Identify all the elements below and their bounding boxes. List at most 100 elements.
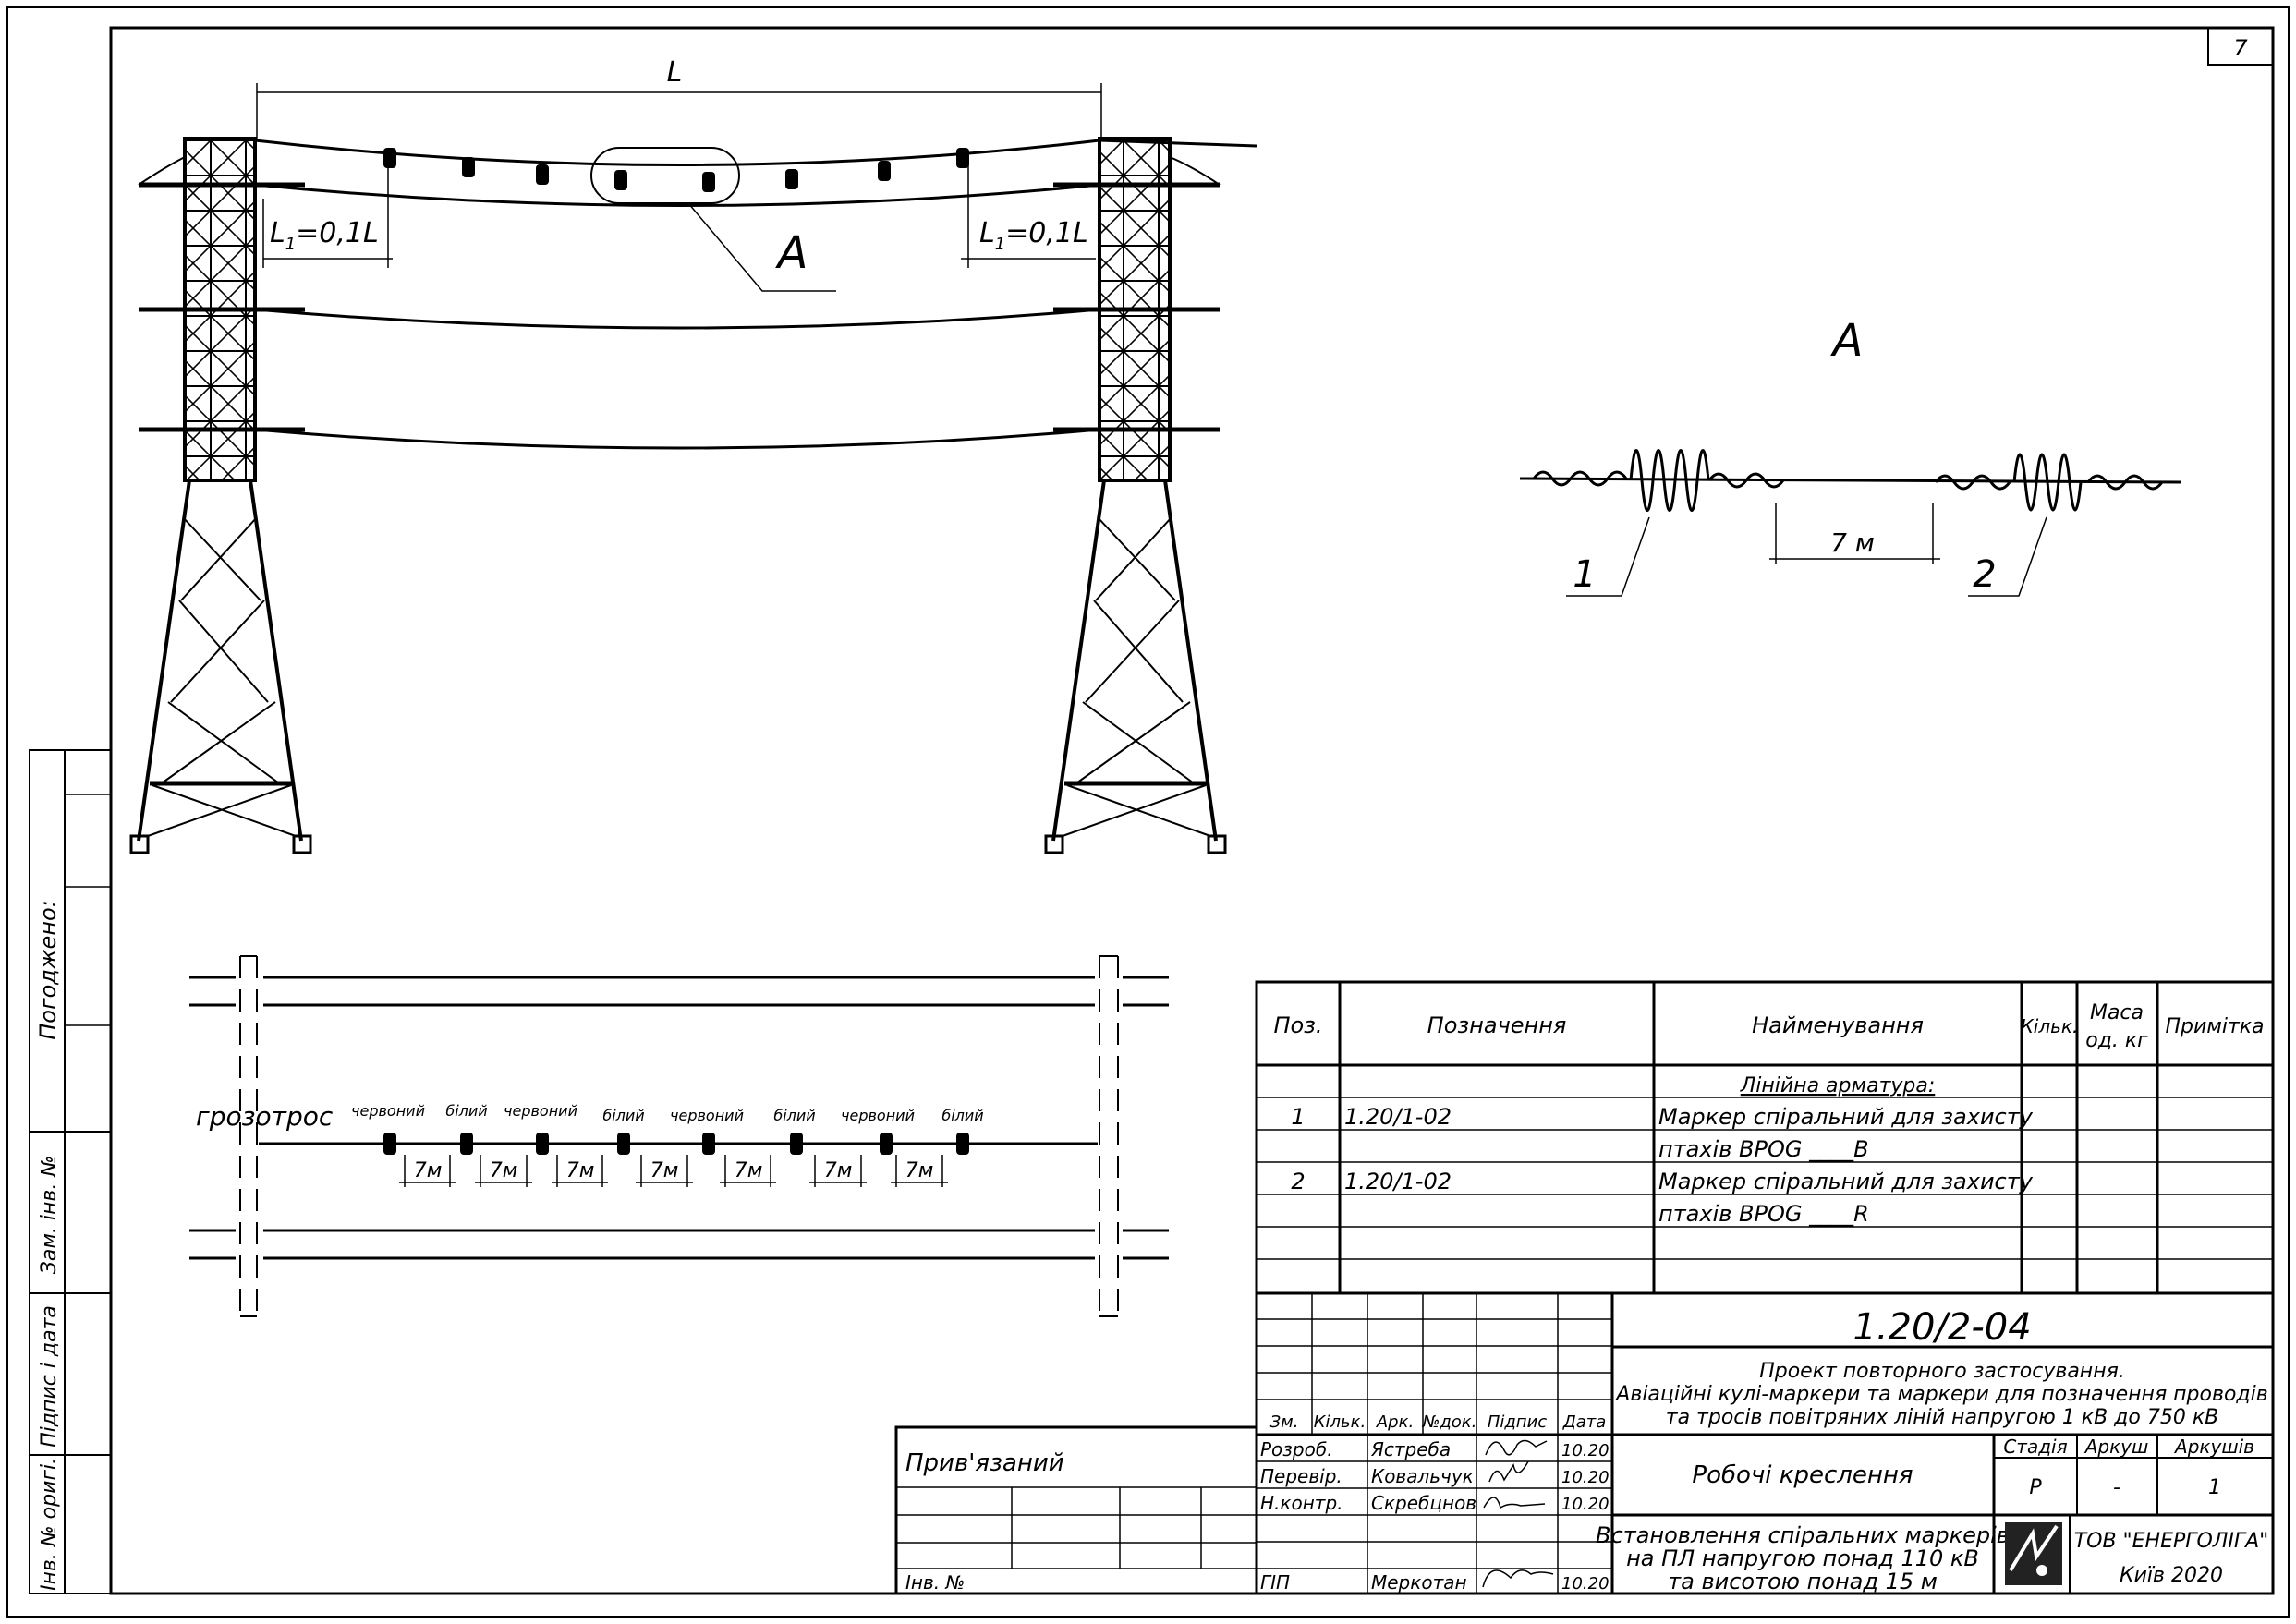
spacing: 7м xyxy=(490,1159,518,1182)
hdr-ndok: №док. xyxy=(1422,1412,1477,1432)
plan-view: грозотрос xyxy=(189,955,1169,1317)
company-name: ТОВ "ЕНЕРГОЛІГА" xyxy=(2074,1530,2269,1553)
spacing: 7м xyxy=(905,1159,934,1182)
header-qty: Кільк. xyxy=(2021,1015,2079,1037)
marker-2-label: 2 xyxy=(1973,553,1996,596)
inv-label: Інв. № xyxy=(905,1571,965,1594)
project-line-3: та тросів повітряних ліній напругою 1 кВ… xyxy=(1666,1406,2218,1429)
spacing: 7м xyxy=(650,1159,679,1182)
project-line-1: Проект повторного застосування. xyxy=(1759,1360,2125,1383)
row-designation: 1.20/1-02 xyxy=(1344,1104,1452,1130)
header-mass-1: Маса xyxy=(2090,1001,2144,1024)
tower-left xyxy=(129,137,312,854)
hdr-ark: Арк. xyxy=(1376,1412,1414,1432)
spec-table: Поз. Позначення Найменування Кільк. Маса… xyxy=(1255,980,2275,1295)
plan-spacings: 7м 7м 7м 7м 7м 7м 7м xyxy=(399,1155,948,1187)
sheet-value: - xyxy=(2113,1476,2120,1499)
tower-right xyxy=(1044,137,1227,854)
binding-block: Прив'язаний Інв. № xyxy=(894,1425,1258,1595)
marker-color: білий xyxy=(941,1107,983,1124)
stage-work: Робочі креслення xyxy=(1692,1461,1913,1489)
marker-color: білий xyxy=(445,1102,487,1120)
marker-color: червоний xyxy=(504,1102,577,1120)
plan-marker-colors: червоний білий червоний білий червоний б… xyxy=(351,1102,984,1124)
outer-border xyxy=(6,6,2290,1618)
ground-wire-label: грозотрос xyxy=(196,1101,334,1132)
hdr-sheet: Аркуш xyxy=(2083,1436,2149,1458)
company-city: Київ 2020 xyxy=(2120,1564,2223,1587)
header-designation: Позначення xyxy=(1427,1012,1567,1038)
hdr-data: Дата xyxy=(1562,1412,1607,1432)
orig-inv-label: Інв. № оригі. xyxy=(38,1458,61,1591)
role: Розроб. xyxy=(1260,1438,1333,1460)
date: 10.20 xyxy=(1561,1495,1610,1514)
person: Скребцнов xyxy=(1371,1492,1476,1514)
project-line-2: Авіаційні кулі-маркери та маркери для по… xyxy=(1614,1383,2267,1406)
signatures xyxy=(1482,1439,1554,1588)
sheet-title-3: та висотою понад 15 м xyxy=(1668,1569,1938,1594)
marker-color: червоний xyxy=(670,1107,744,1124)
spacing: 7м xyxy=(414,1159,443,1182)
row-pos: 2 xyxy=(1291,1169,1305,1194)
sheet-number: 7 xyxy=(2233,35,2248,61)
company-logo-icon xyxy=(2005,1522,2062,1585)
hdr-zm: Зм. xyxy=(1270,1412,1299,1432)
sheet-title-1: Встановлення спіральних маркерів xyxy=(1596,1522,2010,1548)
offset-dimension-left: L1=0,1L xyxy=(262,152,393,268)
role: Перевір. xyxy=(1260,1465,1342,1487)
sheet-title-2: на ПЛ напругою понад 110 кВ xyxy=(1626,1545,1979,1571)
header-mass-2: од. кг xyxy=(2085,1029,2148,1052)
header-name: Найменування xyxy=(1752,1012,1924,1038)
row-name: птахів BPOG ____R xyxy=(1658,1201,1869,1227)
conductors xyxy=(138,139,1257,450)
detail-title: A xyxy=(1830,315,1864,367)
spacing: 7м xyxy=(735,1159,763,1182)
agreed-label: Погоджено: xyxy=(35,900,61,1039)
spacing: 7м xyxy=(566,1159,595,1182)
offset-value-right: =0,1L xyxy=(1005,217,1088,249)
stage-value: Р xyxy=(2029,1476,2042,1499)
row-pos: 1 xyxy=(1291,1104,1305,1130)
marker-color: білий xyxy=(602,1107,644,1124)
hdr-pidpys: Підпис xyxy=(1488,1412,1547,1432)
callout-letter: A xyxy=(775,227,808,279)
person: Меркотан xyxy=(1371,1571,1467,1594)
date: 10.20 xyxy=(1561,1441,1610,1460)
offset-letter-right: L xyxy=(979,217,995,249)
date: 10.20 xyxy=(1561,1468,1610,1487)
replaced-inv-label: Зам. інв. № xyxy=(38,1156,61,1275)
svg-text:L1=0,1L: L1=0,1L xyxy=(979,217,1088,254)
hdr-sheets: Аркушів xyxy=(2173,1436,2254,1458)
marker-color: білий xyxy=(773,1107,815,1124)
title-block: Зм. Кільк. Арк. №док. Підпис Дата Розроб… xyxy=(1255,1291,2275,1595)
person: Ковальчук xyxy=(1371,1465,1474,1487)
row-name: птахів BPOG ____B xyxy=(1658,1136,1869,1162)
drawing-frame xyxy=(109,26,2275,1595)
offset-sub-right: 1 xyxy=(995,235,1005,254)
plan-markers xyxy=(383,1133,969,1155)
bound-label: Прив'язаний xyxy=(905,1449,1064,1477)
header-note: Примітка xyxy=(2165,1015,2264,1038)
offset-letter-left: L xyxy=(270,217,285,249)
offset-sub-left: 1 xyxy=(285,235,296,254)
drawing-code: 1.20/2-04 xyxy=(1853,1306,2031,1349)
marker-color: червоний xyxy=(351,1102,425,1120)
row-designation: 1.20/1-02 xyxy=(1344,1169,1452,1194)
side-stamp: Погоджено: Зам. інв. № Підпис і дата Інв… xyxy=(29,749,112,1594)
sheets-value: 1 xyxy=(2208,1476,2221,1499)
marker-1-label: 1 xyxy=(1573,553,1596,596)
spacing: 7м xyxy=(824,1159,853,1182)
detail-callout: A xyxy=(590,147,836,292)
hdr-kilk: Кільк. xyxy=(1314,1412,1367,1432)
spacing-label: 7 м xyxy=(1830,527,1875,558)
section-title: Лінійна арматура: xyxy=(1740,1074,1936,1097)
sheet-number-box xyxy=(2207,27,2274,66)
offset-dimension-right: L1=0,1L xyxy=(961,152,1096,268)
offset-value-left: =0,1L xyxy=(296,217,379,249)
hdr-stage: Стадія xyxy=(2003,1436,2067,1458)
span-dimension: L xyxy=(256,56,1102,139)
row-name: Маркер спіральний для захисту xyxy=(1658,1104,2034,1130)
sign-date-label: Підпис і дата xyxy=(38,1305,61,1448)
span-label: L xyxy=(667,56,683,89)
